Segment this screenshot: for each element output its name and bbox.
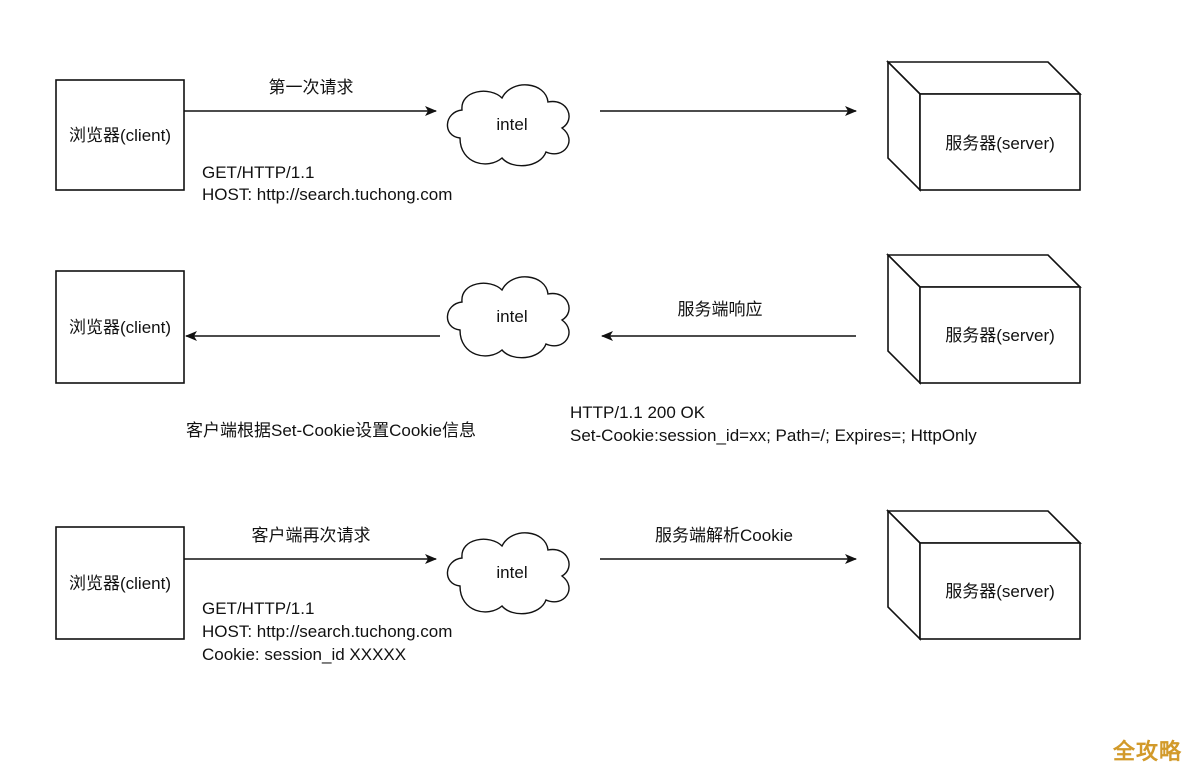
row-first-request: 浏览器(client) 第一次请求 intel 服务器(server) GET/… [55, 60, 1082, 204]
request-note-line-3: Cookie: session_id XXXXX [202, 645, 406, 664]
request-note-line-2: HOST: http://search.tuchong.com [202, 185, 452, 204]
client-label: 浏览器(client) [69, 126, 171, 145]
watermark-logo: 全攻略 [1112, 740, 1182, 765]
client-node: 浏览器(client) [55, 270, 185, 384]
row-second-request: 浏览器(client) 客户端再次请求 intel 服务端解析Cookie 服务… [55, 509, 1082, 664]
cloud-label: intel [496, 563, 527, 582]
server-node: 服务器(server) [886, 509, 1082, 641]
request-note-line-2: HOST: http://search.tuchong.com [202, 622, 452, 641]
arrow-label: 服务端解析Cookie [655, 526, 793, 545]
network-cloud: intel [446, 276, 570, 359]
arrow-label: 服务端响应 [678, 300, 763, 319]
client-label: 浏览器(client) [69, 318, 171, 337]
server-label: 服务器(server) [945, 326, 1055, 345]
response-note-line-1: HTTP/1.1 200 OK [570, 403, 706, 422]
client-node: 浏览器(client) [55, 79, 185, 191]
network-cloud: intel [446, 84, 570, 167]
cloud-label: intel [496, 307, 527, 326]
server-node: 服务器(server) [886, 60, 1082, 192]
server-node: 服务器(server) [886, 253, 1082, 385]
row-server-response: 浏览器(client) intel 服务端响应 服务器(server) 客户端根… [55, 253, 1082, 445]
server-label: 服务器(server) [945, 134, 1055, 153]
arrow-label: 客户端再次请求 [252, 526, 371, 545]
request-note-line-1: GET/HTTP/1.1 [202, 163, 314, 182]
request-note-line-1: GET/HTTP/1.1 [202, 599, 314, 618]
network-cloud: intel [446, 532, 570, 615]
client-node: 浏览器(client) [55, 526, 185, 640]
response-note-line-2: Set-Cookie:session_id=xx; Path=/; Expire… [570, 426, 977, 445]
arrow-label: 第一次请求 [269, 78, 354, 97]
client-label: 浏览器(client) [69, 574, 171, 593]
client-note-line-1: 客户端根据Set-Cookie设置Cookie信息 [186, 421, 476, 440]
cloud-label: intel [496, 115, 527, 134]
server-label: 服务器(server) [945, 582, 1055, 601]
